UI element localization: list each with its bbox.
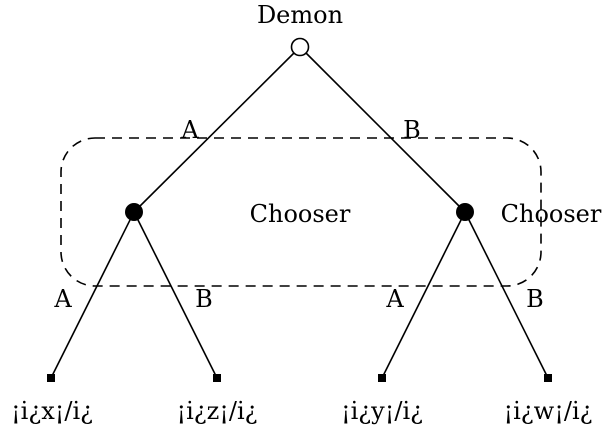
edge-left-a [50,211,135,379]
edge-right-a [381,211,466,379]
leaf-label-4: ¡i¿w¡/i¿ [503,397,592,425]
left-chooser-label: Chooser [250,200,351,228]
edge-right-b [464,211,549,379]
edge-left-b [133,211,218,379]
root-edge-right-label: B [403,116,421,144]
left-edge-a-label: A [53,285,72,313]
leaf-label-3: ¡i¿y¡/i¿ [341,397,423,425]
leaf-label-1: ¡i¿x¡/i¿ [11,397,93,425]
right-edge-b-label: B [526,285,544,313]
right-edge-a-label: A [385,285,404,313]
right-chooser-label: Chooser [501,200,602,228]
leaf-node-4 [544,374,552,382]
leaf-node-2 [213,374,221,382]
root-label: Demon [257,1,343,29]
left-edge-b-label: B [195,285,213,313]
edge-root-right [299,46,466,213]
left-chooser-node [125,203,143,221]
leaf-node-1 [47,374,55,382]
right-chooser-node [456,203,474,221]
edge-root-left [133,46,301,213]
root-node [290,37,310,57]
root-edge-left-label: A [180,116,199,144]
leaf-label-2: ¡i¿z¡/i¿ [176,397,257,425]
information-set-outline [60,137,542,287]
leaf-node-3 [378,374,386,382]
